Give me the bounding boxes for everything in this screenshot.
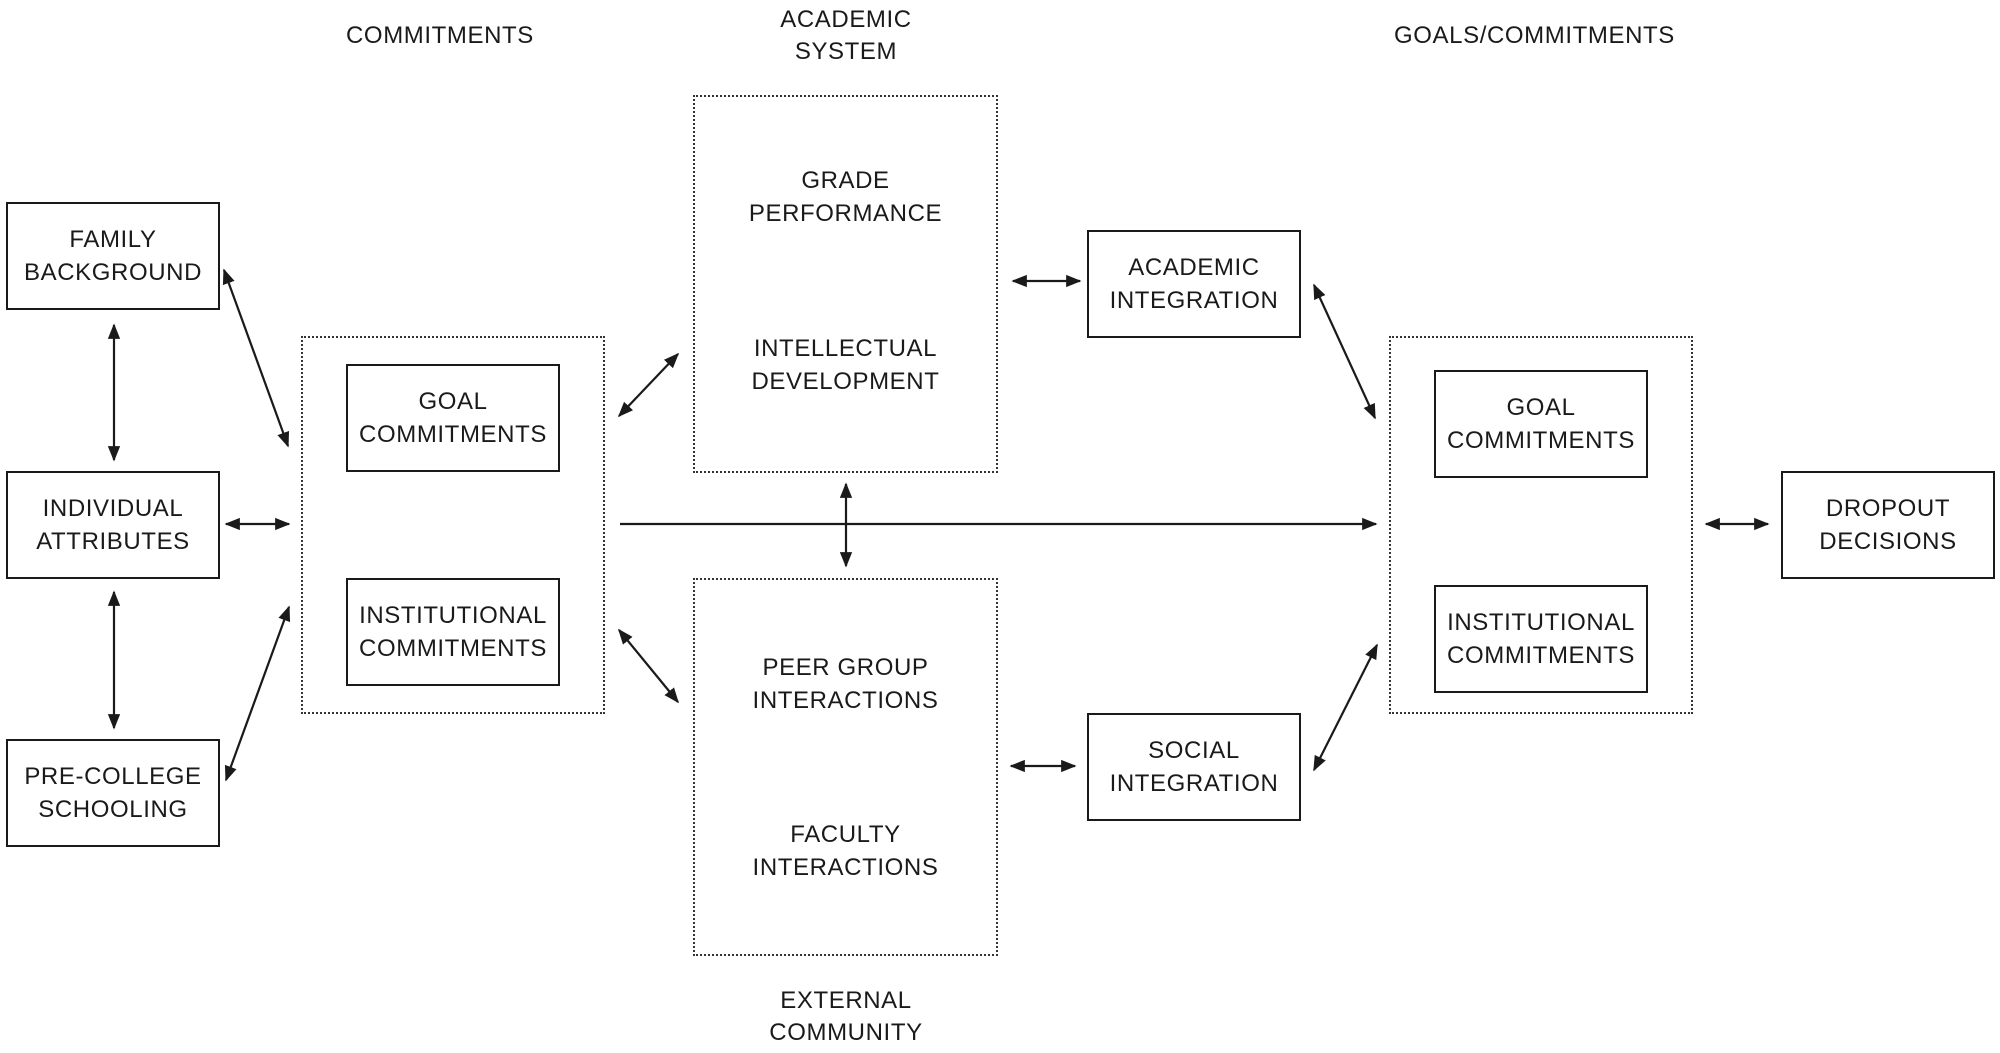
arrow-precollege-commitments [224,605,291,782]
header-goals-commitments: GOALS/COMMITMENTS [1394,22,1675,49]
arrow-commitments-social [618,628,679,704]
later-commitments-group [1389,336,1693,714]
social-system-group [693,578,998,956]
header-commitments: COMMITMENTS [346,22,534,49]
arrow-social-integration-commitments [1313,643,1378,772]
initial-commitments-group [301,336,605,714]
arrow-commitments-academic [617,352,680,418]
arrow-academic-integration-commitments [1313,283,1376,420]
arrow-family-commitments [222,268,290,448]
academic-system-group [693,95,998,473]
